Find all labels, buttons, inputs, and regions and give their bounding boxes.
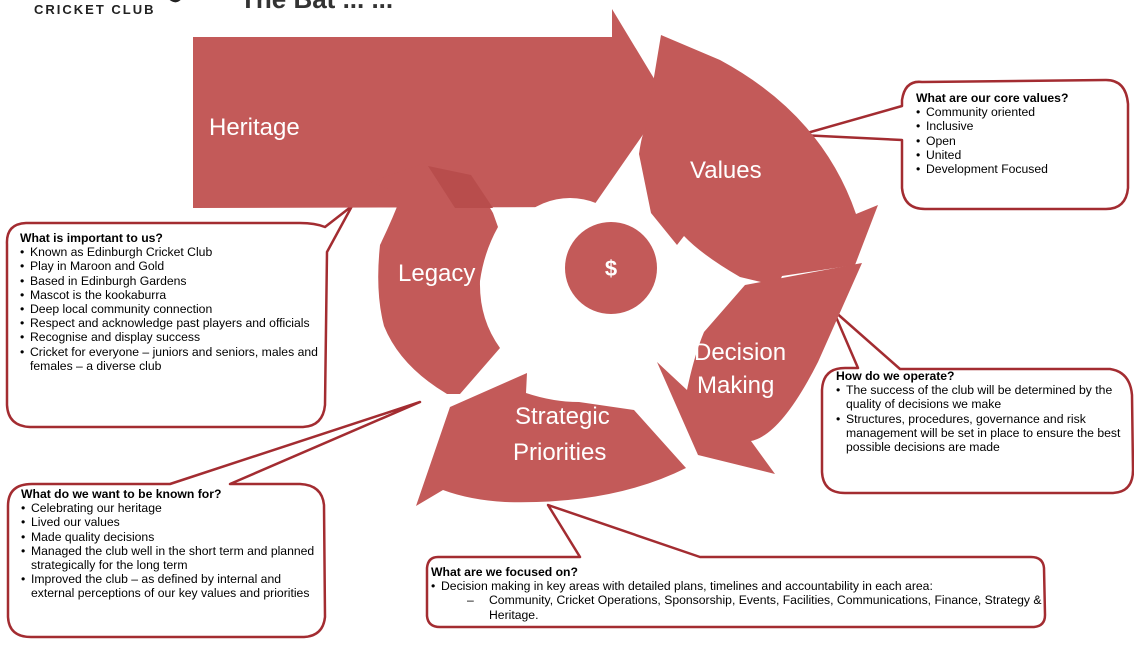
values-arrow <box>639 35 878 286</box>
club-name: CRICKET CLUB <box>34 2 156 17</box>
page-title: The Bat ... ... <box>240 0 393 15</box>
list-item: Celebrating our heritage <box>21 501 321 515</box>
decision-making-arrow <box>657 263 862 474</box>
callout-important: What is important to us? Known as Edinbu… <box>20 231 320 373</box>
list-item: Structures, procedures, governance and r… <box>836 412 1132 455</box>
legacy-label: Legacy <box>398 260 475 287</box>
strategic-priorities-label-line2: Priorities <box>513 439 606 466</box>
callout-operate: How do we operate? The success of the cl… <box>836 369 1132 454</box>
strategic-priorities-arrow <box>416 373 686 506</box>
callout-core-values: What are our core values? Community orie… <box>916 91 1121 176</box>
heritage-label: Heritage <box>209 114 300 141</box>
decision-making-label-line2: Making <box>697 372 774 399</box>
decision-making-label-line1: Decision <box>694 339 786 366</box>
list-item: Community oriented <box>916 105 1121 119</box>
callout-question: What are our core values? <box>916 91 1069 105</box>
callout-question: What are we focused on? <box>431 565 578 579</box>
center-circle <box>565 222 657 314</box>
list-item: Managed the club well in the short term … <box>21 544 321 572</box>
list-item: The success of the club will be determin… <box>836 383 1132 411</box>
club-logo-icon <box>169 0 181 3</box>
list-item: United <box>916 148 1121 162</box>
list-item: Known as Edinburgh Cricket Club <box>20 245 320 259</box>
callout-focused: What are we focused on? Decision making … <box>431 565 1043 622</box>
callout-question: What do we want to be known for? <box>21 487 222 501</box>
list-item: Inclusive <box>916 119 1121 133</box>
list-item: Based in Edinburgh Gardens <box>20 274 320 288</box>
list-item: Decision making in key areas with detail… <box>431 579 1043 593</box>
heritage-arrow <box>193 9 667 208</box>
list-item: Cricket for everyone – juniors and senio… <box>20 345 320 373</box>
list-item: Development Focused <box>916 162 1121 176</box>
list-item: Play in Maroon and Gold <box>20 259 320 273</box>
list-item: Deep local community connection <box>20 302 320 316</box>
callout-question: How do we operate? <box>836 369 955 383</box>
values-label: Values <box>690 157 762 184</box>
legacy-arrow <box>370 163 500 394</box>
callout-question: What is important to us? <box>20 231 163 245</box>
list-item: Recognise and display success <box>20 330 320 344</box>
strategic-priorities-label-line1: Strategic <box>515 403 610 430</box>
list-item: Open <box>916 134 1121 148</box>
center-symbol: $ <box>605 256 617 281</box>
list-item: Respect and acknowledge past players and… <box>20 316 320 330</box>
list-item: Made quality decisions <box>21 530 321 544</box>
list-item: Improved the club – as defined by intern… <box>21 572 321 600</box>
list-item: Mascot is the kookaburra <box>20 288 320 302</box>
callout-known-for: What do we want to be known for? Celebra… <box>21 487 321 601</box>
list-subitem: Community, Cricket Operations, Sponsorsh… <box>431 593 1043 621</box>
list-item: Lived our values <box>21 515 321 529</box>
